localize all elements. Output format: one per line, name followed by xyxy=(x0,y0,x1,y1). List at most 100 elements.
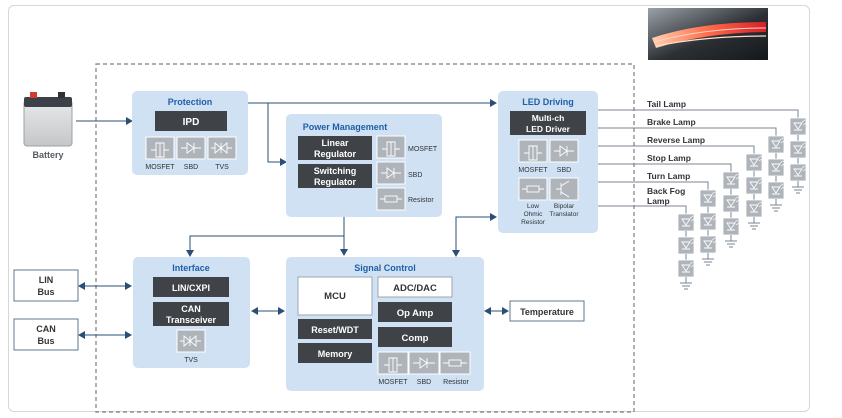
led-string xyxy=(722,171,740,248)
ground-icon xyxy=(680,282,692,290)
car-battery-icon xyxy=(23,92,73,147)
protection-tvs-label: TVS xyxy=(215,164,229,171)
led-string xyxy=(767,135,785,212)
protection-sbd-icon xyxy=(176,136,206,160)
lamp-lines xyxy=(598,109,799,214)
adc-dac-label: ADC/DAC xyxy=(393,283,437,294)
led-driving-title: LED Driving xyxy=(522,97,574,107)
led-strings xyxy=(677,117,807,290)
led-mosfet-icon xyxy=(518,139,548,163)
lamp-label-brake: Brake Lamp xyxy=(647,117,696,127)
switching-regulator-box xyxy=(298,164,372,188)
ipd-label: IPD xyxy=(183,117,200,128)
lamp-label-tail: Tail Lamp xyxy=(647,99,686,109)
lamp-label-stop: Stop Lamp xyxy=(647,153,691,163)
led-icon xyxy=(677,259,695,278)
led-driver-line1: Multi-ch xyxy=(532,113,565,123)
protection-title: Protection xyxy=(168,97,213,107)
protection-block: Protection IPD MOSFET SBD TVS xyxy=(132,91,248,175)
signal-control-title: Signal Control xyxy=(354,263,416,273)
led-string xyxy=(699,189,717,266)
low-ohmic-line1: Low xyxy=(527,203,539,210)
led-driving-block: LED Driving Multi-ch LED Driver MOSFET S… xyxy=(498,91,598,233)
led-icon xyxy=(789,163,807,182)
lin-cxpi-label: LIN/CXPI xyxy=(172,283,210,293)
signal-control-block: Signal Control MCU ADC/DAC Op Amp Reset/… xyxy=(286,257,484,391)
op-amp-box xyxy=(378,302,452,322)
led-resistor-icon xyxy=(518,177,548,201)
led-icon xyxy=(767,158,785,177)
protection-mosfet-icon xyxy=(145,136,175,160)
pm-mosfet-icon xyxy=(376,135,406,159)
pm-sbd-icon xyxy=(376,161,406,185)
can-bus-line2: Bus xyxy=(37,336,54,346)
led-icon xyxy=(745,199,763,218)
pm-mosfet-label: MOSFET xyxy=(408,146,438,153)
ipd-box xyxy=(155,111,227,131)
linear-regulator-line2: Regulator xyxy=(314,149,357,159)
led-icon xyxy=(722,171,740,190)
bipolar-line1: Bipolar xyxy=(554,203,575,210)
system-boundary xyxy=(95,63,635,413)
led-icon xyxy=(699,212,717,231)
can-bus-line1: CAN xyxy=(36,324,56,334)
ground-icon xyxy=(792,186,804,194)
led-string xyxy=(745,153,763,230)
led-driver-line2: LED Driver xyxy=(526,124,571,134)
led-string xyxy=(789,117,807,194)
lamp-label-turn: Turn Lamp xyxy=(647,171,690,181)
protection-sbd-label: SBD xyxy=(184,164,198,171)
led-icon xyxy=(722,217,740,236)
lin-cxpi-box xyxy=(153,277,229,297)
lin-bus-line2: Bus xyxy=(37,287,54,297)
led-icon xyxy=(699,235,717,254)
led-driver-box xyxy=(510,111,586,135)
switching-regulator-line2: Regulator xyxy=(314,177,357,187)
comp-box xyxy=(378,327,452,347)
ground-icon xyxy=(725,240,737,248)
led-icon xyxy=(767,135,785,154)
interface-tvs-label: TVS xyxy=(184,357,198,364)
lamp-label-back-fog-2: Lamp xyxy=(647,196,670,206)
memory-box xyxy=(298,343,372,363)
led-string xyxy=(677,213,695,290)
ground-icon xyxy=(770,204,782,212)
sc-resistor-icon xyxy=(439,351,471,375)
led-icon xyxy=(722,194,740,213)
interface-title: Interface xyxy=(172,263,210,273)
lamp-label-back-fog: Back Fog xyxy=(647,186,685,196)
lin-bus-line1: LIN xyxy=(39,275,54,285)
led-icon xyxy=(677,236,695,255)
sc-mosfet-icon xyxy=(377,351,409,375)
led-icon xyxy=(789,117,807,136)
led-icon xyxy=(745,176,763,195)
led-sbd-icon xyxy=(549,139,579,163)
ground-icon xyxy=(748,222,760,230)
led-bipolar-transistor-icon xyxy=(549,177,579,201)
can-transceiver-line2: Transceiver xyxy=(166,315,217,325)
adc-dac-box xyxy=(377,276,453,298)
low-ohmic-line3: Resistor xyxy=(521,219,546,226)
pm-resistor-label: Resistor xyxy=(408,197,434,204)
switching-regulator-line1: Switching xyxy=(314,166,357,176)
power-management-title: Power Management xyxy=(303,122,388,132)
led-mosfet-label: MOSFET xyxy=(518,167,548,174)
can-transceiver-line1: CAN xyxy=(181,304,201,314)
linear-regulator-box xyxy=(298,136,372,160)
can-bus-box: CAN Bus xyxy=(13,318,79,351)
power-management-block: Power Management Linear Regulator Switch… xyxy=(286,114,442,217)
led-icon xyxy=(745,153,763,172)
op-amp-label: Op Amp xyxy=(397,308,434,319)
low-ohmic-line2: Ohmic xyxy=(524,211,544,218)
reset-wdt-label: Reset/WDT xyxy=(311,325,359,335)
mcu-box xyxy=(297,276,373,316)
memory-label: Memory xyxy=(318,349,353,359)
sc-sbd-icon xyxy=(408,351,440,375)
temperature-box: Temperature xyxy=(509,300,585,322)
battery-label: Battery xyxy=(32,150,63,160)
car-tail-light-photo xyxy=(648,8,768,60)
lin-bus-box: LIN Bus xyxy=(13,269,79,302)
led-icon xyxy=(767,181,785,200)
reset-wdt-box xyxy=(298,319,372,339)
